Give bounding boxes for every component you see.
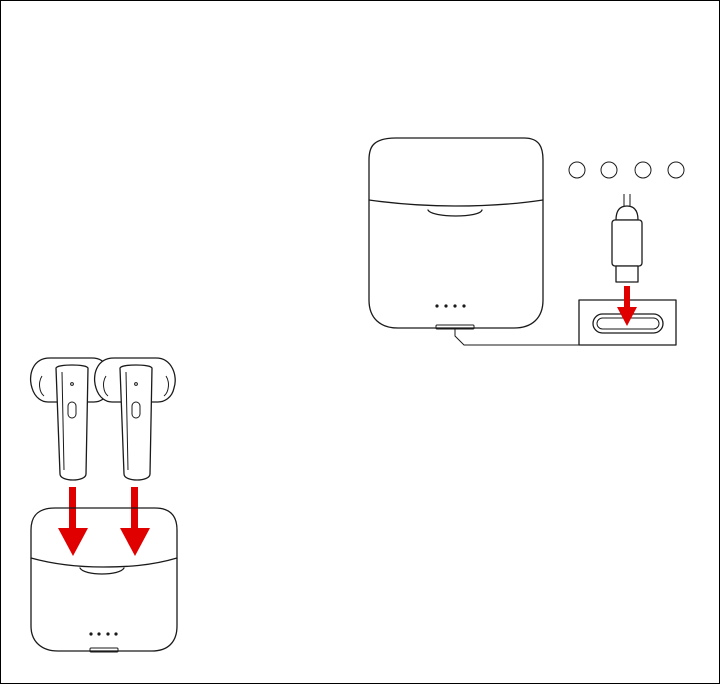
charging-case-open-icon [31,508,177,652]
case-led-dots [435,304,465,307]
led-3 [635,162,651,178]
led-4 [668,162,684,178]
arrow-head [617,307,637,326]
case-led-dots [89,632,117,635]
usb-c-plug-icon [612,194,642,282]
earbud-icon-right [95,358,176,480]
led-1 [569,162,585,178]
red-down-arrow-icon-left [58,487,88,556]
red-down-arrow-icon [617,286,637,326]
red-down-arrow-icon-right [120,487,150,556]
arrow-shaft [624,286,630,308]
charging-case-icon [369,138,579,345]
led-2 [601,162,617,178]
charging-indicator-leds [569,162,684,178]
